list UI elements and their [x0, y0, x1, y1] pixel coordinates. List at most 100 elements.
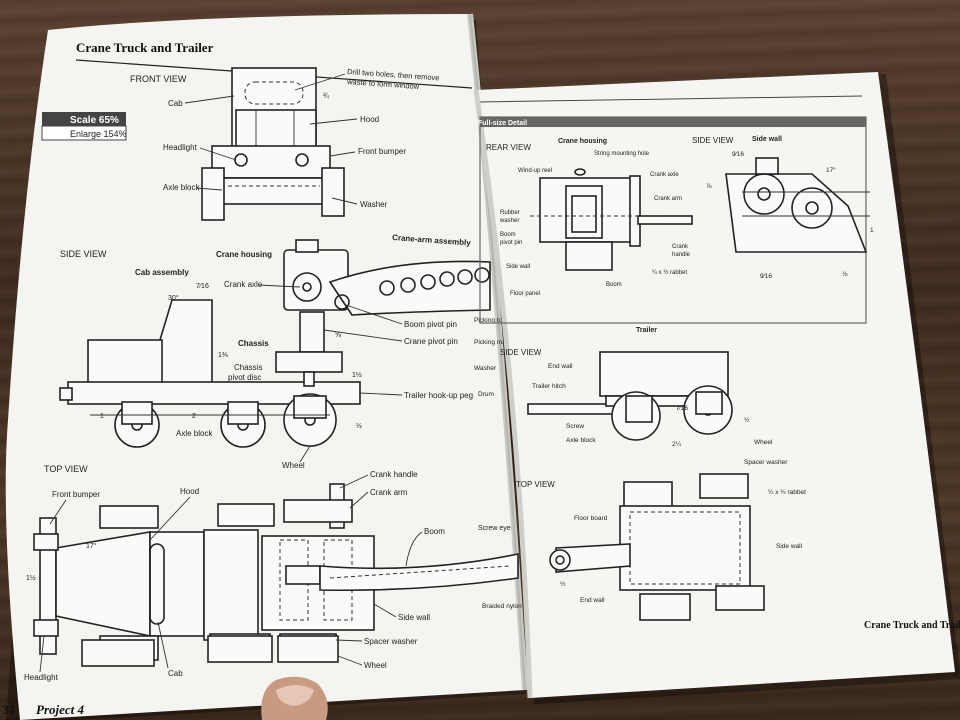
- svg-text:2: 2: [192, 413, 196, 420]
- svg-text:Crank: Crank: [672, 244, 689, 250]
- boom-holes: [334, 267, 490, 310]
- svg-text:17°: 17°: [86, 542, 97, 550]
- svg-text:pivot disc: pivot disc: [228, 373, 261, 382]
- svg-text:2¼: 2¼: [672, 441, 682, 448]
- svg-text:Boom: Boom: [606, 282, 622, 288]
- svg-text:Side wall: Side wall: [752, 136, 782, 143]
- svg-text:Trailer hitch: Trailer hitch: [532, 383, 566, 390]
- svg-text:Hood: Hood: [360, 115, 379, 124]
- svg-text:Picking tongs: Picking tongs: [474, 317, 513, 324]
- svg-text:SIDE VIEW: SIDE VIEW: [692, 136, 734, 145]
- svg-text:Front bumper: Front bumper: [52, 490, 100, 499]
- right-page-footer: Crane Truck and Trailer: [864, 620, 960, 631]
- full-size-detail-label: Full-size Detail: [478, 120, 527, 127]
- svg-text:Crank axle: Crank axle: [650, 172, 679, 178]
- svg-text:⅛: ⅛: [842, 271, 848, 278]
- scale-label: Scale 65%: [70, 115, 119, 126]
- svg-text:String mounting hole: String mounting hole: [594, 151, 650, 157]
- svg-text:9⁄16: 9⁄16: [732, 151, 744, 158]
- svg-text:End wall: End wall: [548, 363, 573, 370]
- svg-text:Wind-up reel: Wind-up reel: [518, 168, 552, 174]
- svg-text:Crank arm: Crank arm: [654, 196, 682, 202]
- svg-text:Cab: Cab: [168, 99, 183, 108]
- svg-text:Trailer: Trailer: [636, 327, 657, 334]
- trailer-side-view: Trailer SIDE VIEW End wall Trailer hitch…: [500, 327, 773, 448]
- svg-text:Axle block: Axle block: [163, 183, 200, 192]
- svg-text:Boom pivot pin: Boom pivot pin: [404, 320, 457, 329]
- svg-text:Hood: Hood: [180, 487, 199, 496]
- svg-text:Axle block: Axle block: [566, 437, 596, 444]
- svg-text:17°: 17°: [826, 166, 836, 174]
- svg-text:Side wall: Side wall: [398, 613, 430, 622]
- svg-text:Chassis: Chassis: [234, 363, 262, 372]
- svg-text:Screw: Screw: [566, 423, 584, 430]
- svg-text:1: 1: [870, 227, 874, 234]
- left-page: Crane Truck and Trailer Scale 65% Enlarg…: [2, 13, 528, 720]
- svg-text:Side wall: Side wall: [776, 543, 803, 550]
- front-view-heading: FRONT VIEW: [130, 74, 187, 84]
- svg-text:Floor panel: Floor panel: [510, 291, 540, 297]
- svg-text:Cab assembly: Cab assembly: [135, 268, 189, 277]
- page-number-left: 34: [2, 702, 16, 717]
- enlarge-label: Enlarge 154%: [70, 129, 127, 139]
- svg-text:Chassis: Chassis: [238, 339, 269, 348]
- svg-text:Crank arm: Crank arm: [370, 488, 408, 497]
- svg-text:Boom: Boom: [500, 232, 516, 238]
- svg-text:1½: 1½: [26, 574, 36, 582]
- svg-text:½: ½: [744, 416, 750, 424]
- svg-text:1⅜: 1⅜: [218, 352, 228, 359]
- svg-text:⅞: ⅞: [706, 183, 712, 190]
- svg-text:handle: handle: [672, 252, 691, 258]
- svg-text:Washer: Washer: [360, 200, 388, 209]
- svg-text:Picking magnet: Picking magnet: [474, 339, 519, 346]
- left-page-title: Crane Truck and Trailer: [76, 40, 214, 55]
- top-view-heading: TOP VIEW: [44, 464, 88, 474]
- svg-text:Axle block: Axle block: [176, 429, 213, 438]
- thumb: [261, 676, 328, 720]
- svg-text:Cab: Cab: [168, 669, 183, 678]
- svg-text:Crane housing: Crane housing: [216, 250, 272, 259]
- svg-text:Headlight: Headlight: [24, 673, 59, 682]
- svg-text:½: ½: [560, 580, 566, 588]
- svg-text:Spacer washer: Spacer washer: [364, 637, 418, 646]
- svg-text:Side wall: Side wall: [506, 264, 530, 270]
- svg-text:½: ½: [356, 422, 362, 430]
- svg-text:Washer: Washer: [474, 365, 497, 372]
- trailer-top-view: TOP VIEW Spacer washer ¼ x ½ rabbet Floo…: [516, 459, 806, 621]
- svg-text:Wheel: Wheel: [754, 439, 773, 446]
- svg-text:Headlight: Headlight: [163, 143, 198, 152]
- svg-text:REAR VIEW: REAR VIEW: [486, 143, 531, 152]
- scale-badge: Scale 65% Enlarge 154%: [41, 112, 127, 141]
- svg-text:Wheel: Wheel: [364, 661, 387, 670]
- svg-text:Crane pivot pin: Crane pivot pin: [404, 337, 458, 346]
- svg-text:Crane housing: Crane housing: [558, 138, 607, 145]
- front-view-drawing: FRONT VIEW Cab Drill two holes, then rem…: [130, 67, 440, 221]
- right-page: Full-size Detail REAR VIEW Crane housing…: [473, 72, 960, 699]
- svg-text:Rubber: Rubber: [500, 210, 520, 216]
- svg-text:SIDE VIEW: SIDE VIEW: [500, 348, 542, 357]
- svg-text:9⁄16: 9⁄16: [760, 273, 772, 280]
- svg-text:Boom: Boom: [424, 527, 445, 536]
- svg-text:Braided nylon: Braided nylon: [482, 603, 522, 610]
- side-view-drawing: SIDE VIEW Crane housing Crane-arm assemb…: [59, 233, 519, 470]
- svg-text:TOP VIEW: TOP VIEW: [516, 480, 555, 489]
- svg-text:⅝: ⅝: [335, 332, 341, 339]
- svg-text:¼ x ½ rabbet: ¼ x ½ rabbet: [768, 488, 806, 496]
- svg-text:Spacer washer: Spacer washer: [744, 459, 788, 466]
- svg-text:End wall: End wall: [580, 597, 605, 604]
- svg-text:Crank axle: Crank axle: [224, 280, 263, 289]
- top-view-drawing: TOP VIEW Front bump: [24, 464, 522, 682]
- svg-text:1: 1: [100, 413, 104, 420]
- svg-text:pivot pin: pivot pin: [500, 240, 522, 246]
- svg-text:Screw eye: Screw eye: [478, 525, 511, 532]
- svg-text:7⁄16: 7⁄16: [676, 405, 688, 412]
- svg-text:30°: 30°: [168, 294, 179, 302]
- svg-text:Drum: Drum: [478, 391, 494, 398]
- svg-text:1½: 1½: [352, 371, 362, 379]
- svg-text:Floor board: Floor board: [574, 515, 608, 522]
- full-size-detail-box: Full-size Detail REAR VIEW Crane housing…: [478, 116, 874, 324]
- svg-text:Front bumper: Front bumper: [358, 147, 406, 156]
- svg-text:Trailer hook-up peg: Trailer hook-up peg: [404, 391, 473, 400]
- project-label: Project 4: [36, 702, 85, 717]
